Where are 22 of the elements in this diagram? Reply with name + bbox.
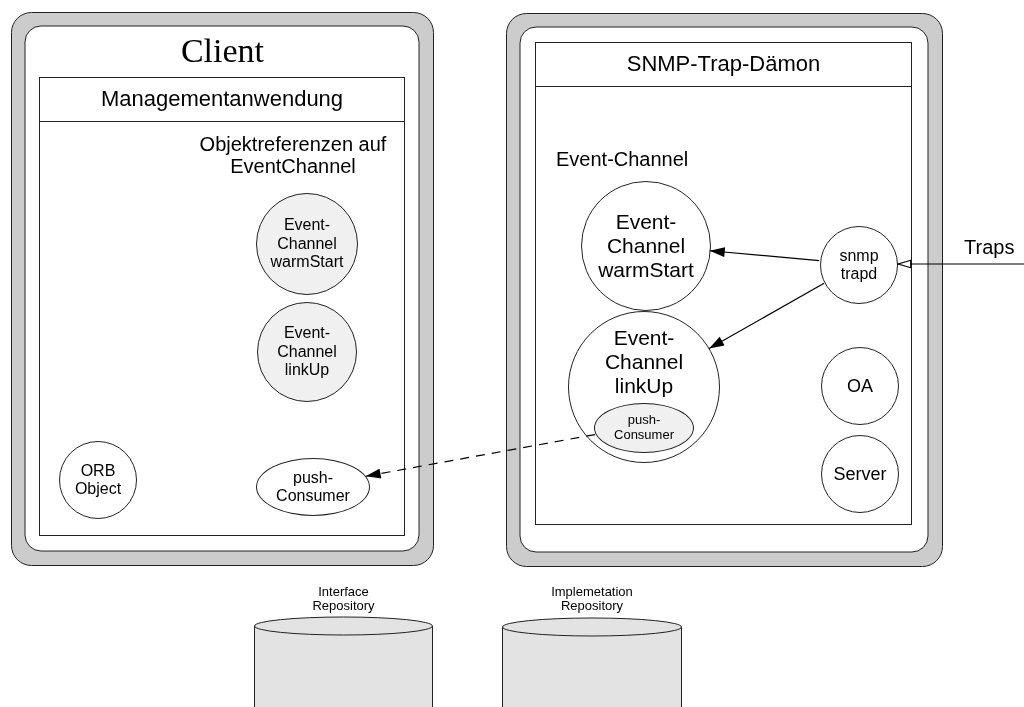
node-label: OA <box>846 375 874 397</box>
frame-title: Client <box>179 32 266 70</box>
node-label: Server <box>832 463 888 485</box>
application-box <box>39 77 405 536</box>
panel-heading: SNMP-Trap-Dämon <box>625 52 822 77</box>
client-frame <box>11 12 434 566</box>
node-label: Event- Channel linkUp <box>276 324 338 380</box>
repository-label: Implemetation Repository <box>550 585 634 614</box>
node-label: Event- Channel warmStart <box>269 216 345 272</box>
consumer-ellipse <box>594 403 694 453</box>
node-label: Event- Channel linkUp <box>603 326 685 399</box>
node-label: push- Consumer <box>275 468 351 506</box>
daemon-box <box>535 42 912 525</box>
repository-label: Interface Repository <box>311 585 376 614</box>
section-label: Objektreferenzen auf EventChannel <box>198 133 388 177</box>
server-frame <box>506 13 943 567</box>
section-label: Event-Channel <box>556 148 690 170</box>
node-label: Event- Channel warmStart <box>597 209 695 283</box>
panel-heading: Managementanwendung <box>99 87 345 112</box>
node-label: snmp trapd <box>838 246 880 284</box>
node-label: ORB Object <box>73 461 123 499</box>
node-label: push- Consumer <box>613 413 675 443</box>
